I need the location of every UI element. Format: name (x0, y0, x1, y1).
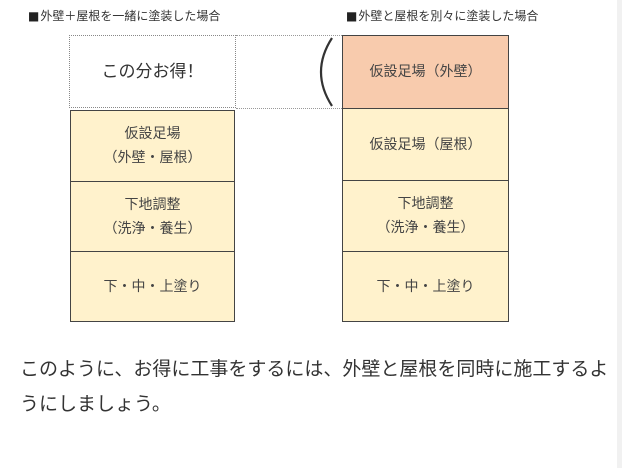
block-line2: （外壁・屋根） (103, 150, 202, 166)
left-block-scaffold: 仮設足場 （外壁・屋根） (70, 110, 235, 182)
scrollbar[interactable] (617, 0, 622, 468)
savings-box: この分お得！ (69, 35, 236, 108)
body-paragraph: このように、お得に工事をするには、外壁と屋根を同時に施工するようにしましょう。 (20, 358, 609, 415)
left-heading-text: 外壁＋屋根を一緒に塗装した場合 (40, 9, 221, 23)
block-line1: 仮設足場 (124, 126, 181, 142)
block-line2: （洗浄・養生） (103, 220, 202, 237)
square-bullet-icon: ■ (346, 9, 358, 23)
block-line1: 仮設足場（屋根） (369, 136, 482, 153)
right-heading-text: 外壁と屋根を別々に塗装した場合 (358, 9, 539, 23)
block-line1: 下・中・上塗り (376, 278, 475, 295)
block-line1: 下地調整 (124, 196, 181, 213)
block-line2: （洗浄・養生） (376, 220, 475, 236)
left-block-prep: 下地調整 （洗浄・養生） (70, 181, 235, 252)
savings-label: この分お得！ (101, 61, 204, 82)
bracket-icon (320, 37, 333, 107)
block-line1: 仮設足場（外壁） (369, 64, 482, 80)
right-block-scaffold-roof: 仮設足場（屋根） (342, 108, 509, 181)
right-heading: ■外壁と屋根を別々に塗装した場合 (346, 8, 538, 24)
block-line1: 下・中・上塗り (103, 278, 202, 295)
right-block-scaffold-wall: 仮設足場（外壁） (342, 35, 509, 109)
right-block-prep: 下地調整 （洗浄・養生） (342, 180, 509, 252)
connector-bottom-line (236, 108, 342, 109)
left-heading: ■外壁＋屋根を一緒に塗装した場合 (28, 8, 220, 24)
block-line1: 下地調整 (397, 196, 454, 212)
connector-top-line (236, 35, 342, 36)
square-bullet-icon: ■ (28, 9, 40, 23)
right-block-coating: 下・中・上塗り (342, 251, 509, 322)
left-block-coating: 下・中・上塗り (70, 251, 235, 322)
